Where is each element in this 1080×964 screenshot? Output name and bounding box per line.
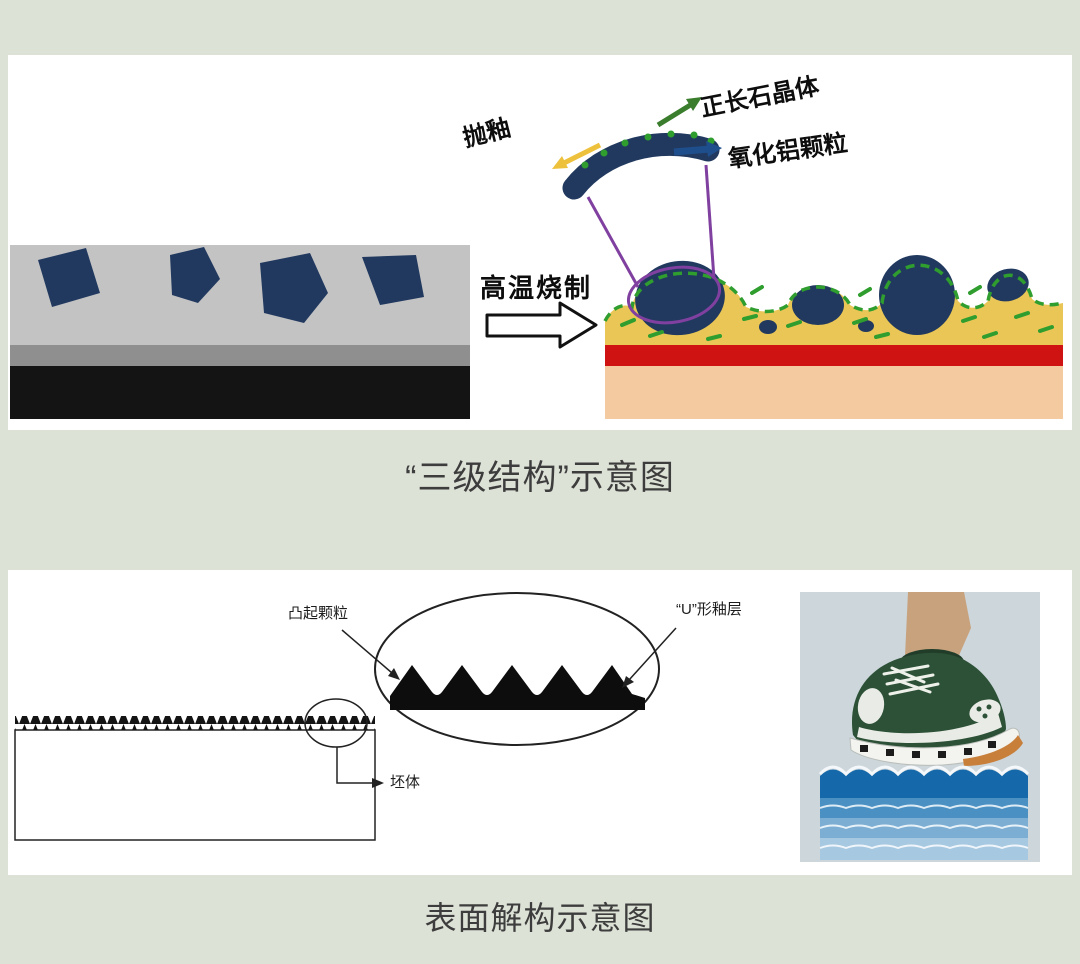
feldspar-crystal-dashes	[620, 285, 1054, 341]
embedded-particle	[858, 320, 874, 332]
process-label: 高温烧制	[480, 273, 593, 303]
bottom-caption: 表面解构示意图	[424, 900, 656, 936]
zoom-source-circle	[304, 698, 368, 748]
sneaker	[849, 649, 1023, 766]
feldspar-arrow-icon	[656, 97, 702, 128]
surface-deconstruction-diagram	[14, 592, 1040, 862]
unfired-base-layer	[10, 366, 470, 419]
unfired-interlayer	[10, 345, 470, 366]
glaze-fragment	[562, 132, 720, 200]
u-shaped-glaze-label: “U”形釉层	[676, 601, 742, 618]
unfired-particle	[170, 247, 220, 303]
shoe-illustration	[800, 592, 1040, 862]
three-level-structure-diagram	[10, 97, 1064, 419]
leg	[905, 592, 971, 660]
glaze-arrow-icon	[552, 142, 602, 169]
bottom-figure-panel: 凸起颗粒 “U”形釉层 坯体	[8, 570, 1072, 875]
fired-sample	[603, 255, 1064, 419]
process-arrow-icon	[485, 301, 598, 349]
alumina-arrow-icon	[673, 141, 722, 157]
bump-leader-arrow	[341, 629, 400, 680]
green-body-label: 坯体	[390, 774, 421, 791]
sole-tread	[860, 741, 996, 758]
magnifier-ellipse	[626, 265, 722, 325]
surface-teeth	[15, 716, 375, 730]
embedded-particle	[879, 255, 955, 335]
fired-red-interlayer	[605, 345, 1063, 366]
green-body-block	[14, 729, 376, 841]
unfired-particle	[38, 248, 100, 307]
unfired-sample	[10, 245, 470, 419]
top-caption: “三级结构”示意图	[405, 459, 675, 497]
body-leader-arrow	[336, 747, 384, 788]
embedded-particle	[792, 285, 844, 325]
unfired-particle	[260, 253, 328, 323]
embedded-particle	[759, 320, 777, 334]
magnifier-link	[586, 164, 722, 325]
magnified-surface-band	[390, 665, 645, 710]
protruding-particles-label: 凸起颗粒	[288, 605, 349, 622]
fired-base-layer	[605, 366, 1063, 419]
laces	[882, 664, 940, 696]
u-glaze-leader-arrow	[622, 627, 677, 688]
fragment-crystal-dots	[581, 130, 715, 169]
glaze-surface-outline	[603, 263, 1064, 322]
embedded-particle	[635, 260, 725, 336]
sneaker-upper	[851, 652, 1006, 748]
embedded-particle	[987, 268, 1029, 302]
top-figure-panel: 抛釉 正长石晶体 氧化铝颗粒 高温烧制	[8, 55, 1072, 430]
unfired-particle	[362, 255, 424, 305]
sole-orange-trim	[963, 735, 1023, 766]
zoom-ellipse	[374, 592, 660, 746]
wavy-surface	[818, 765, 1030, 860]
